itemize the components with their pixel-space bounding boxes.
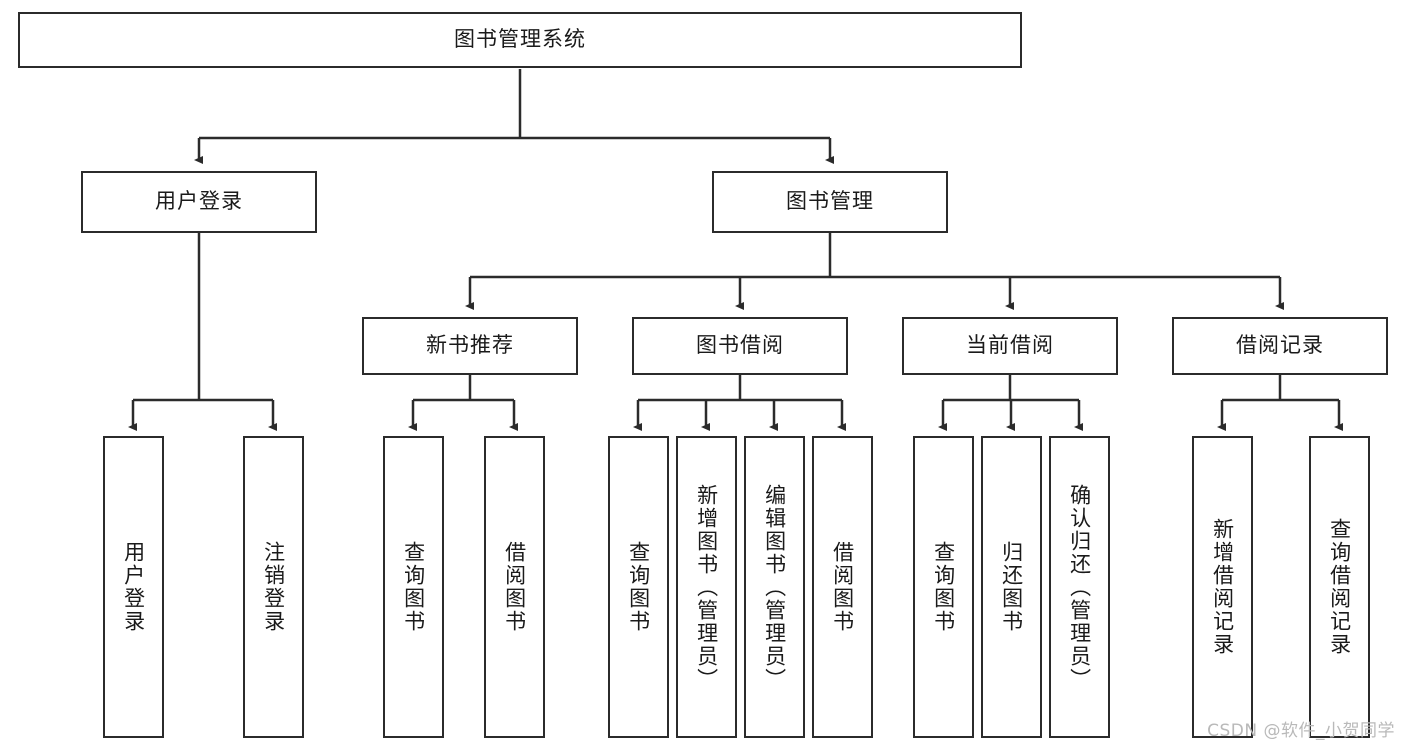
- leaf-record-query-record[interactable]: 查询借阅记录: [1309, 436, 1370, 738]
- leaf-borrow-query-book[interactable]: 查询图书: [608, 436, 669, 738]
- leaf-borrow-edit-book-admin[interactable]: 编辑图书（管理员）: [744, 436, 805, 738]
- node-label: 用户登录: [155, 189, 243, 214]
- node-label: 查询图书: [626, 541, 651, 633]
- node-label: 编辑图书（管理员）: [762, 483, 787, 691]
- node-book-management[interactable]: 图书管理: [712, 171, 948, 233]
- leaf-user-login-login[interactable]: 用户登录: [103, 436, 164, 738]
- node-root-system[interactable]: 图书管理系统: [18, 12, 1022, 68]
- leaf-current-return-book[interactable]: 归还图书: [981, 436, 1042, 738]
- node-label: 归还图书: [999, 541, 1024, 633]
- node-user-login[interactable]: 用户登录: [81, 171, 317, 233]
- node-borrow-record[interactable]: 借阅记录: [1172, 317, 1388, 375]
- node-label: 新增借阅记录: [1210, 518, 1235, 656]
- node-label: 借阅记录: [1236, 333, 1324, 358]
- leaf-current-query-book[interactable]: 查询图书: [913, 436, 974, 738]
- node-label: 借阅图书: [830, 541, 855, 633]
- node-label: 当前借阅: [966, 333, 1054, 358]
- node-label: 查询图书: [931, 541, 956, 633]
- leaf-borrow-borrow-book[interactable]: 借阅图书: [812, 436, 873, 738]
- node-label: 图书借阅: [696, 333, 784, 358]
- leaf-user-login-logout[interactable]: 注销登录: [243, 436, 304, 738]
- node-label: 确认归还（管理员）: [1067, 483, 1092, 691]
- leaf-current-confirm-return-admin[interactable]: 确认归还（管理员）: [1049, 436, 1110, 738]
- node-label: 图书管理系统: [454, 27, 586, 52]
- node-label: 查询图书: [401, 541, 426, 633]
- watermark-text: CSDN @软件_小贺同学: [1207, 721, 1395, 741]
- node-current-borrow[interactable]: 当前借阅: [902, 317, 1118, 375]
- node-label: 借阅图书: [502, 541, 527, 633]
- leaf-record-add-record[interactable]: 新增借阅记录: [1192, 436, 1253, 738]
- leaf-recommend-borrow-book[interactable]: 借阅图书: [484, 436, 545, 738]
- node-label: 用户登录: [121, 541, 146, 633]
- node-label: 注销登录: [261, 541, 286, 633]
- leaf-recommend-query-book[interactable]: 查询图书: [383, 436, 444, 738]
- leaf-borrow-add-book-admin[interactable]: 新增图书（管理员）: [676, 436, 737, 738]
- node-label: 图书管理: [786, 189, 874, 214]
- node-book-borrow[interactable]: 图书借阅: [632, 317, 848, 375]
- node-new-book-recommend[interactable]: 新书推荐: [362, 317, 578, 375]
- node-label: 新书推荐: [426, 333, 514, 358]
- node-label: 新增图书（管理员）: [694, 483, 719, 691]
- node-label: 查询借阅记录: [1327, 518, 1352, 656]
